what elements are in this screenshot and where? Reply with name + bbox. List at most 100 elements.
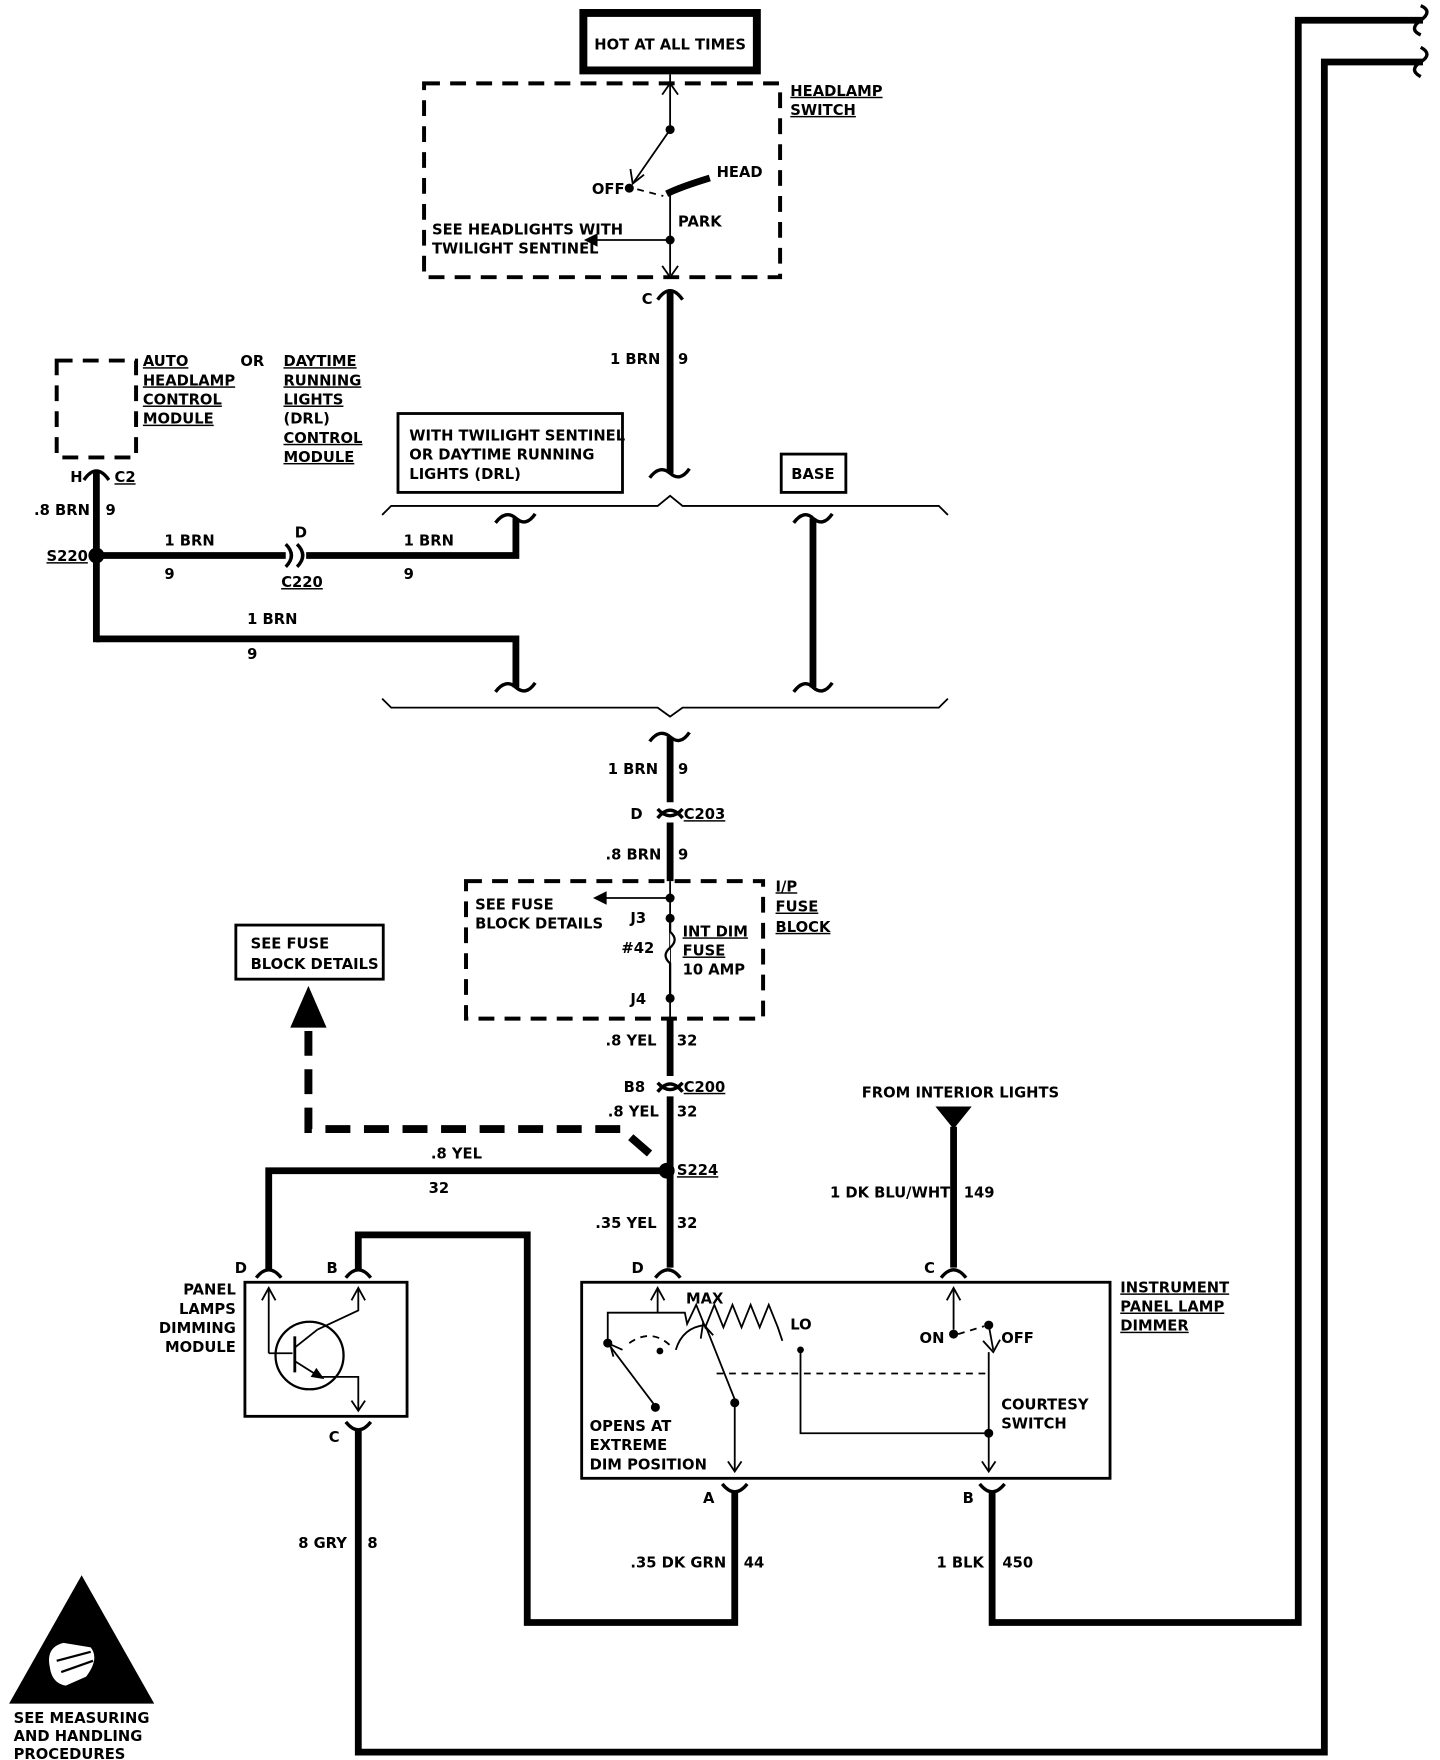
c203-label: C203 [684, 806, 726, 823]
auto-headlamp-3: CONTROL [143, 392, 222, 409]
wire-s224-left-gauge: .8 YEL [431, 1145, 482, 1162]
plm-connector-d [254, 1268, 283, 1279]
c200-pin: B8 [624, 1079, 645, 1096]
wire-gry-circuit: 8 [367, 1535, 377, 1552]
esd-notice-2: AND HANDLING [14, 1728, 143, 1745]
interior-lights-gauge: 1 DK BLU/WHT [830, 1185, 950, 1202]
wire-end-break-2 [1412, 45, 1429, 79]
option-break-drl-bottom [494, 681, 537, 693]
plm-2: LAMPS [179, 1301, 236, 1318]
switch-park-label: PARK [678, 214, 722, 231]
wire-s220-gauge: 1 BRN [164, 532, 214, 549]
interior-lights-circuit: 149 [964, 1185, 995, 1202]
connector-c220-b [295, 543, 305, 568]
wire-gry-gauge: 8 GRY [298, 1535, 347, 1552]
dimmer-off: OFF [1001, 1330, 1034, 1347]
c203-pin: D [630, 806, 642, 823]
fuse-j3: J3 [629, 910, 646, 927]
plm-connector-b [344, 1268, 373, 1279]
wire-blk-circuit: 450 [1002, 1554, 1033, 1571]
c2-label: C2 [115, 469, 136, 486]
switch-note-2: TWILIGHT SENTINEL [432, 241, 599, 258]
connector-c220-a [284, 543, 294, 568]
esd-notice-1: SEE MEASURING [14, 1710, 150, 1727]
fuse-block-title-3: BLOCK [776, 919, 831, 936]
arrow-up-icon [290, 985, 327, 1028]
option-break-base-top [792, 512, 834, 524]
see-fuse-1: SEE FUSE [251, 936, 330, 953]
wire-blk [988, 16, 1423, 1626]
c220-label: C220 [281, 574, 323, 591]
wire-gry [354, 58, 1423, 1756]
wire-lower-gauge: 1 BRN [247, 611, 297, 628]
dimmer-pin-a: A [703, 1490, 715, 1507]
switch-off-contact [624, 183, 634, 193]
wire-top-circuit: 9 [678, 351, 688, 368]
fuse-j4-terminal [665, 993, 675, 1003]
c2-pin: H [70, 469, 82, 486]
wire-s224-left [265, 1167, 667, 1271]
arrow-left-icon [593, 891, 607, 905]
courtesy-2: SWITCH [1001, 1416, 1067, 1433]
drl-3: LIGHTS [283, 392, 343, 409]
dimmer-connector-b [978, 1482, 1006, 1494]
plm-4: MODULE [165, 1339, 236, 1356]
esd-notice-3: PROCEDURES [14, 1746, 126, 1760]
twilight-3: LIGHTS (DRL) [409, 466, 521, 483]
wire-below-circuit: 9 [678, 761, 688, 778]
wire-fuse-c200-circuit: 32 [677, 1033, 698, 1050]
dimmer-on: ON [920, 1330, 945, 1347]
wire-end-break-1 [1412, 4, 1429, 37]
wire-s224-dimmer-gauge: .35 YEL [595, 1215, 656, 1232]
option-break-base-bottom [792, 681, 834, 693]
transistor-icon [274, 1320, 345, 1391]
dimmer-title-1: INSTRUMENT [1120, 1279, 1229, 1296]
auto-headlamp-module: AUTO HEADLAMP CONTROL MODULE OR [54, 353, 265, 460]
wire-top-gauge: 1 BRN [610, 351, 660, 368]
wire-c200-circuit: 32 [677, 1104, 698, 1121]
s220-label: S220 [46, 548, 87, 565]
auto-headlamp-2: HEADLAMP [143, 372, 236, 389]
plm-pin-d: D [235, 1260, 247, 1277]
wire-left-gauge: .8 BRN [34, 502, 90, 519]
rheostat-resistor [606, 1302, 784, 1342]
switch-off-label: OFF [592, 181, 625, 198]
wire-c203-gauge: .8 BRN [605, 847, 661, 864]
hot-at-all-times-box: HOT AT ALL TIMES [579, 9, 761, 75]
option-break-drl-top [494, 512, 537, 524]
wire-dk-grn [354, 1231, 739, 1626]
connector-c200-a [656, 1082, 684, 1093]
twilight-2: OR DAYTIME RUNNING [409, 447, 594, 464]
dimmer-title-3: DIMMER [1120, 1318, 1189, 1335]
drl-2: RUNNING [283, 372, 361, 389]
base-label: BASE [791, 466, 834, 483]
auto-headlamp-1: AUTO [143, 353, 189, 370]
wire-below-gauge: 1 BRN [608, 761, 658, 778]
drl-5: CONTROL [283, 430, 362, 447]
fuse-block-title-2: FUSE [776, 899, 819, 916]
connector-c200-b [656, 1081, 684, 1092]
wire-fuse-c200-gauge: .8 YEL [605, 1033, 656, 1050]
base-box [779, 452, 848, 494]
dimmer-pin-b: B [963, 1490, 974, 1507]
dimmer-max: MAX [686, 1291, 724, 1308]
hot-at-all-times-label: HOT AT ALL TIMES [594, 37, 746, 54]
fuse-j3-terminal [665, 913, 675, 923]
dimmer-opens-2: EXTREME [590, 1437, 668, 1454]
wire-grn-gauge: .35 DK GRN [630, 1554, 726, 1571]
headlamp-connector-pin: C [642, 291, 653, 308]
wire-c203-circuit: 9 [678, 847, 688, 864]
dimmer-switch-blade [607, 1342, 657, 1407]
connector-c203-b [656, 807, 684, 818]
headlamp-switch: HEADLAMP SWITCH OFF HEAD PARK SEE HEADLI… [422, 74, 883, 280]
dimmer-title-2: PANEL LAMP [1120, 1299, 1224, 1316]
switch-note-1: SEE HEADLIGHTS WITH [432, 221, 623, 238]
plm-pin-c: C [329, 1429, 340, 1446]
wire-c220-gauge: 1 BRN [404, 532, 454, 549]
wire-dashed-to-fuse [304, 1030, 661, 1164]
option-break-top [648, 467, 691, 479]
c200-label: C200 [684, 1079, 726, 1096]
wire-blk-gauge: 1 BLK [937, 1554, 985, 1571]
dimmer-opens-3: DIM POSITION [590, 1456, 707, 1473]
